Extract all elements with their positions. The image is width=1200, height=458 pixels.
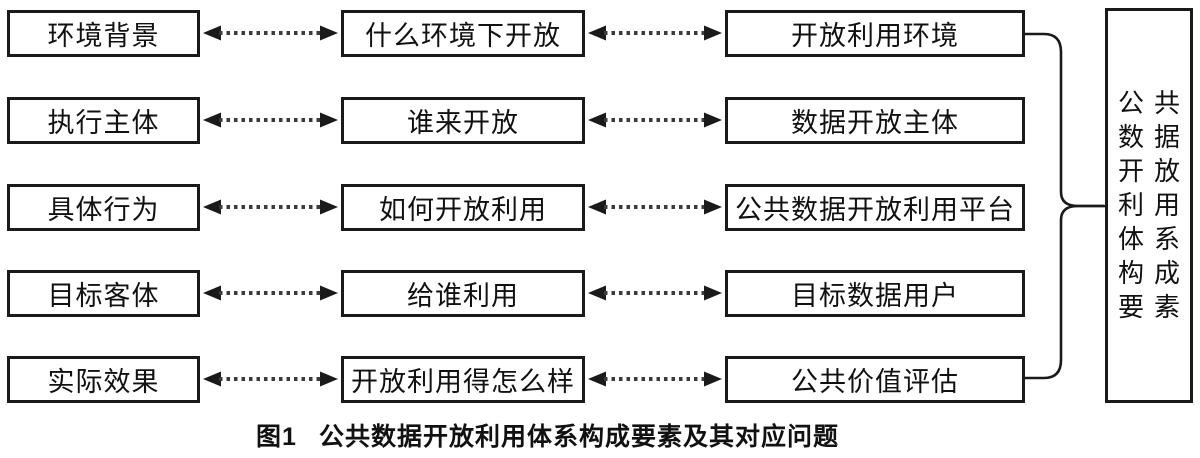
box-label: 环境背景 (47, 21, 160, 51)
box-label: 谁来开放 (407, 108, 519, 138)
box-question-row4: 给谁利用 (341, 270, 585, 317)
figure-caption-text: 公共数据开放利用体系构成要素及其对应问题 (318, 423, 839, 451)
double-arrow-icon (588, 199, 722, 215)
box-label: 什么环境下开放 (365, 21, 561, 51)
aggregate-box: 公共 数据 开放 利用 体系 构成 要素 (1105, 8, 1193, 403)
box-label: 公共价值评估 (791, 367, 959, 397)
box-label: 目标客体 (47, 281, 160, 311)
aggregate-line: 利用 (1118, 190, 1191, 220)
box-dimension-row2: 执行主体 (7, 97, 200, 144)
box-dimension-row1: 环境背景 (7, 10, 200, 57)
box-question-row1: 什么环境下开放 (341, 10, 585, 57)
box-element-row2: 数据开放主体 (725, 97, 1025, 144)
box-question-row5: 开放利用得怎么样 (341, 356, 585, 403)
aggregate-line: 公共 (1118, 88, 1191, 118)
box-dimension-row3: 具体行为 (7, 184, 200, 231)
box-element-row5: 公共价值评估 (725, 356, 1025, 403)
box-label: 给谁利用 (407, 281, 519, 311)
box-element-row4: 目标数据用户 (725, 270, 1025, 317)
box-label: 如何开放利用 (379, 195, 547, 225)
box-element-row1: 开放利用环境 (725, 10, 1025, 57)
aggregate-line: 开放 (1118, 156, 1191, 186)
box-label: 实际效果 (47, 367, 160, 397)
brace-connector (1023, 32, 1106, 208)
box-label: 目标数据用户 (791, 281, 959, 311)
box-label: 具体行为 (47, 195, 160, 225)
aggregate-line: 数据 (1118, 122, 1191, 152)
box-question-row2: 谁来开放 (341, 97, 585, 144)
figure-caption-label: 图1 (256, 423, 297, 451)
box-question-row3: 如何开放利用 (341, 184, 585, 231)
figure-caption: 图1 公共数据开放利用体系构成要素及其对应问题 (0, 417, 1095, 453)
box-element-row3: 公共数据开放利用平台 (725, 184, 1025, 231)
double-arrow-icon (203, 371, 338, 387)
box-label: 开放利用环境 (791, 21, 959, 51)
double-arrow-icon (203, 25, 338, 41)
aggregate-line: 要素 (1118, 292, 1191, 322)
double-arrow-icon (588, 25, 722, 41)
brace-connector (1023, 204, 1106, 380)
aggregate-line: 构成 (1118, 258, 1191, 288)
double-arrow-icon (588, 371, 722, 387)
box-dimension-row4: 目标客体 (7, 270, 200, 317)
double-arrow-icon (203, 112, 338, 128)
double-arrow-icon (203, 285, 338, 301)
box-label: 公共数据开放利用平台 (735, 195, 1015, 225)
box-label: 开放利用得怎么样 (351, 367, 575, 397)
box-label: 数据开放主体 (791, 108, 959, 138)
double-arrow-icon (203, 199, 338, 215)
double-arrow-icon (588, 285, 722, 301)
box-label: 执行主体 (47, 108, 160, 138)
box-dimension-row5: 实际效果 (7, 356, 200, 403)
double-arrow-icon (588, 112, 722, 128)
aggregate-line: 体系 (1118, 224, 1191, 254)
